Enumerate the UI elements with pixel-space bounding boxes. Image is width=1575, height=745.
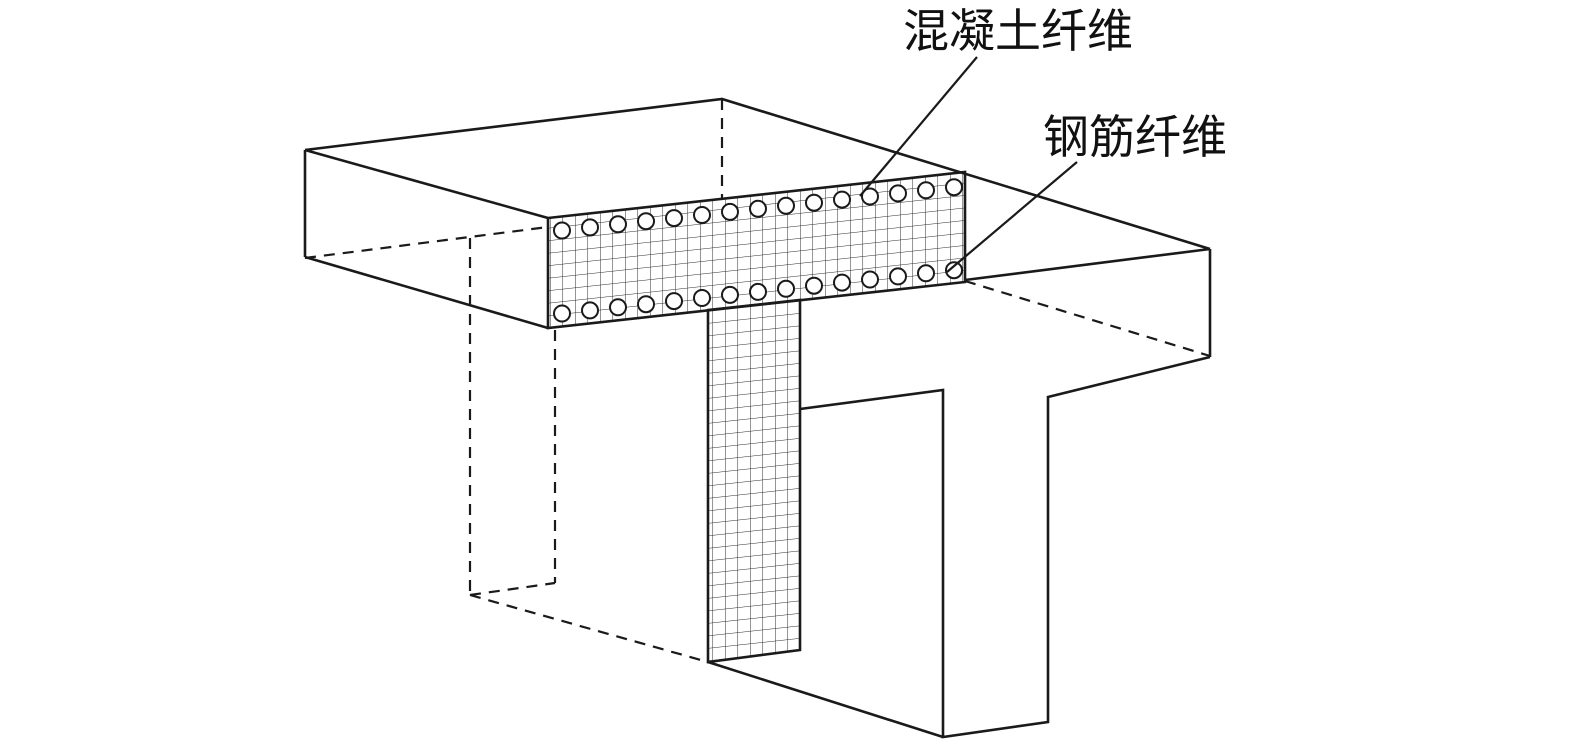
rebar-section-circle: [805, 193, 823, 212]
rebar-section-circle: [861, 270, 879, 289]
rebar-section-circle: [553, 221, 571, 240]
fiber-mesh-cut-faces: [546, 170, 967, 664]
rebar-top-row: [553, 178, 963, 240]
rebar-section-circle: [889, 267, 907, 286]
web-front-bottom-hidden-edge: [469, 593, 709, 664]
label-concrete-fiber: 混凝土纤维: [903, 6, 1133, 57]
web-outline: [707, 355, 1211, 739]
rebar-section-circle: [945, 261, 963, 280]
rebar-section-circle: [609, 298, 627, 317]
rebar-section-circle: [861, 187, 879, 206]
rebar-section-circle: [693, 289, 711, 307]
rebar-section-circle: [749, 282, 767, 301]
rebar-section-circle: [581, 218, 599, 237]
web-cut-face-mesh: [706, 298, 802, 664]
slab-front-bottom-edge: [304, 255, 549, 330]
web-front-bottom-edge: [707, 660, 944, 739]
slab-front-top-edge: [304, 148, 549, 220]
rebar-section-circle: [833, 273, 851, 292]
rebar-section-circle: [721, 285, 739, 304]
rebar-section-circle: [721, 202, 739, 221]
rebar-section-circle: [609, 215, 627, 234]
rebar-section-circle: [665, 209, 683, 228]
right-end-t-face-edges: [799, 355, 1211, 739]
slab-cut-face-mesh: [546, 170, 967, 330]
slab-top-face-right-end-edge: [964, 247, 1211, 282]
rebar-section-circle: [833, 190, 851, 209]
web-left-end-bottom-hidden-edge: [469, 581, 556, 597]
rebar-section-circle: [917, 181, 935, 200]
rebar-section-circle: [945, 178, 963, 197]
rebar-section-circle: [693, 206, 711, 224]
rebar-section-circle: [581, 301, 599, 320]
concrete-fiber-leader-line: [859, 56, 978, 197]
hidden-edges: [304, 99, 1211, 664]
rebar-section-circle: [637, 295, 655, 314]
leader-lines: [859, 56, 1078, 273]
rebar-section-circle: [805, 276, 823, 295]
rebar-bottom-row: [553, 261, 963, 323]
rebar-section-circle: [637, 212, 655, 231]
rebar-section-circle: [777, 279, 795, 298]
rebar-section-circle: [665, 292, 683, 311]
slab-underside-left-hidden-edge: [304, 225, 549, 260]
rebar-section-circle: [553, 304, 571, 323]
label-steel-fiber: 钢筋纤维: [1043, 112, 1227, 163]
rebar-section-circle: [889, 184, 907, 203]
slab-underside-back-hidden-edge: [964, 279, 1211, 358]
rebar-section-circle: [749, 199, 767, 218]
steel-fiber-leader-line: [946, 161, 1078, 273]
rebar-section-circle: [777, 196, 795, 215]
rebar-section-circle: [917, 264, 935, 283]
